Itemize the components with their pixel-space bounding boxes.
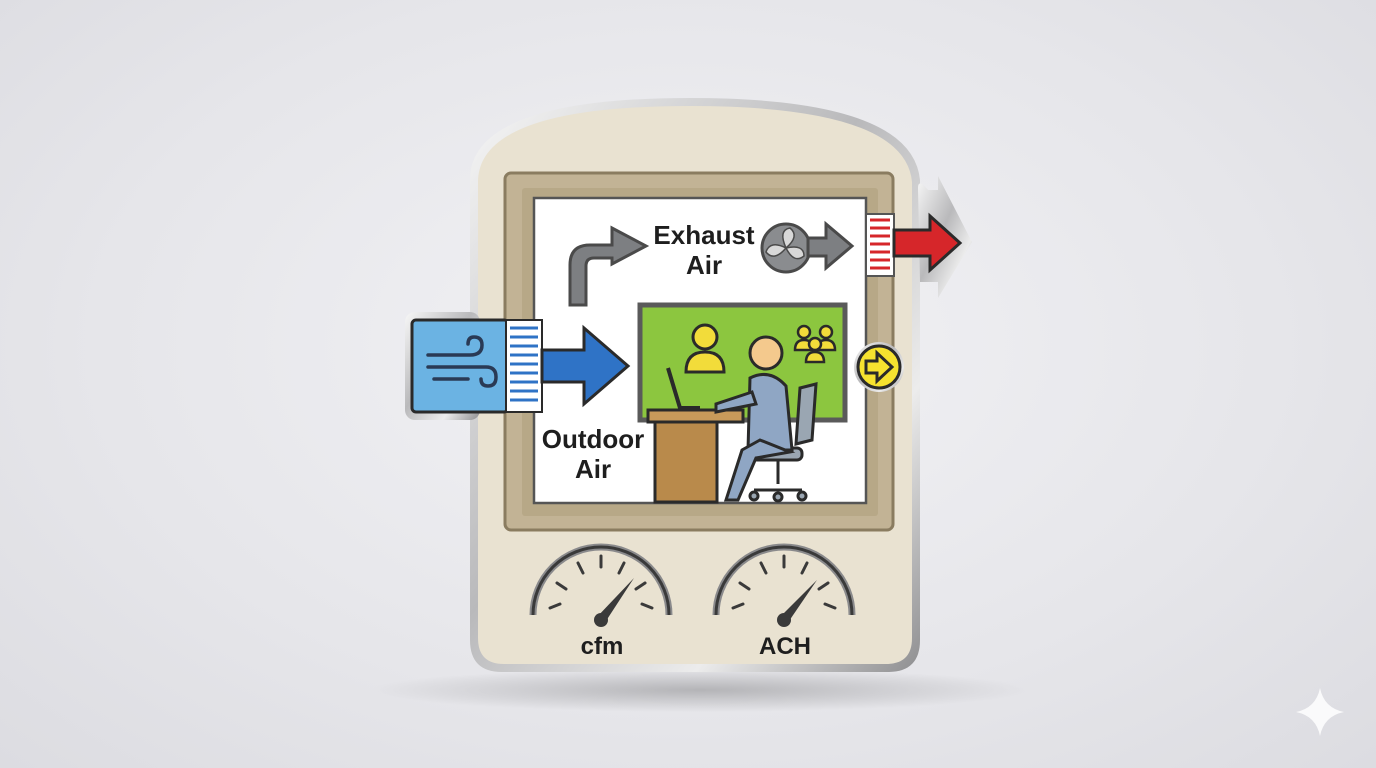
outdoor-air-label-line1: Outdoor — [542, 424, 645, 454]
exhaust-air-label-line1: Exhaust — [653, 220, 754, 250]
sparkle-icon — [1296, 688, 1344, 736]
seated-person — [714, 335, 796, 502]
gauge-ach: ACH — [712, 543, 856, 660]
arrow-right-icon — [892, 212, 963, 274]
outdoor-air-label-line2: Air — [575, 454, 611, 484]
desk — [653, 420, 719, 504]
badge-shadow — [370, 668, 1030, 712]
gauge-cfm: cfm — [529, 543, 673, 660]
desk-top — [646, 408, 745, 424]
outdoor-air-intake — [405, 312, 631, 420]
gauge-cfm-needle — [596, 578, 634, 624]
fan-icon — [760, 222, 812, 274]
gauge-cfm-label: cfm — [581, 633, 624, 660]
wind-icon — [426, 335, 498, 388]
group-icon — [793, 324, 837, 364]
gauge-ach-needle — [779, 580, 817, 624]
exhaust-fan-arrow — [806, 220, 855, 272]
laptop — [666, 367, 700, 410]
outdoor-air-arrow — [540, 324, 631, 408]
gauge-ach-label: ACH — [759, 633, 811, 660]
curved-arrow-icon — [568, 225, 650, 307]
person-icon — [684, 323, 726, 374]
occupant-at-desk — [646, 335, 818, 504]
circle-arrow-icon — [854, 342, 904, 392]
exhaust-air-outlet — [865, 176, 972, 298]
exhaust-air-label-line2: Air — [686, 250, 722, 280]
